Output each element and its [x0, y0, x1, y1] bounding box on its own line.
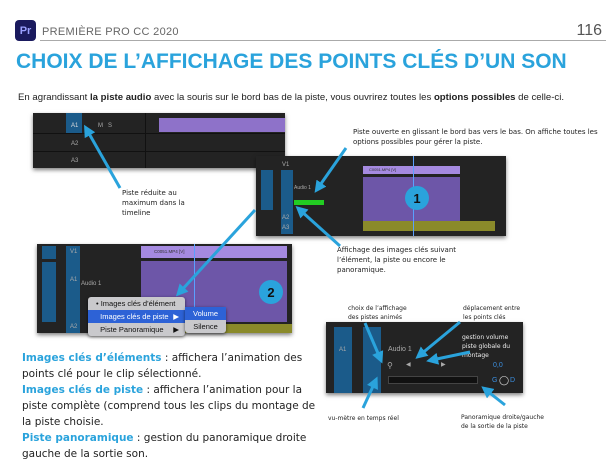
book-title: PREMIÈRE PRO CC 2020	[42, 26, 179, 38]
track-v1[interactable]: V1	[282, 162, 290, 168]
keyframe-display-button[interactable]: ⚲	[387, 361, 393, 370]
note-keyframe-nav: déplacement entre les points clés	[463, 305, 521, 321]
definition-track-keyframes: Images clés de piste : affichera l’anima…	[22, 384, 316, 428]
track-a2[interactable]: A2	[71, 141, 79, 147]
vu-meter	[388, 376, 478, 384]
track-a1[interactable]: A1	[339, 347, 347, 353]
track-name: Audio 1	[294, 185, 311, 191]
note-vu-meter: vu-mètre en temps réel	[328, 415, 399, 422]
menu-item-clip-keyframes[interactable]: • Images clés d’élément	[96, 299, 176, 308]
menu-item-track-keyframes[interactable]: Images clés de piste▶	[88, 310, 185, 323]
note-reduced-track: Piste réduite au maximum dans la timelin…	[122, 189, 185, 217]
prev-keyframe-button[interactable]: ◀	[406, 362, 411, 368]
screenshot-reduced-track: A1 A2 A3 M S	[33, 113, 285, 168]
premiere-logo: Pr	[15, 20, 36, 41]
header-divider	[40, 40, 606, 41]
intro-text: En agrandissant la piste audio avec la s…	[18, 92, 565, 103]
track-name: Audio 1	[81, 281, 102, 287]
track-a3[interactable]: A3	[71, 158, 79, 164]
definition-track-panner: Piste panoramique : gestion du panoramiq…	[22, 432, 307, 460]
track-a1[interactable]: A1	[70, 277, 78, 283]
track-a1[interactable]: A1	[71, 123, 79, 129]
note-opened-track: Piste ouverte en glissant le bord bas ve…	[353, 128, 598, 146]
next-keyframe-button[interactable]: ▶	[441, 362, 446, 368]
pan-right-label: D	[510, 377, 516, 384]
screenshot-opened-track: V1 Audio 1 A2 A3 C0051.MP4 [V]	[256, 156, 506, 236]
mute-button[interactable]: M	[98, 123, 103, 129]
page-number: 116	[576, 22, 602, 39]
clip-name: C0051.MP4 [V]	[154, 249, 185, 254]
menu-item-track-panner[interactable]: Piste Panoramique▶	[100, 325, 179, 334]
keyframe-submenu: Volume Silence	[185, 307, 226, 333]
note-volume: gestion volume piste globale du montage	[462, 334, 511, 359]
note-panner: Panoramique droite/gauche de la sortie d…	[461, 414, 544, 430]
note-display-choice: choix de l’affichage des pistes animés	[348, 305, 407, 321]
pan-knob[interactable]: ◯	[499, 375, 510, 385]
track-a2[interactable]: A2	[70, 324, 78, 330]
step-badge-2: 2	[259, 280, 283, 304]
track-a3[interactable]: A3	[282, 225, 290, 231]
track-name: Audio 1	[388, 346, 412, 353]
track-a2[interactable]: A2	[282, 215, 290, 221]
step-badge-1: 1	[405, 186, 429, 210]
pan-left-label: G	[492, 377, 498, 384]
track-v1[interactable]: V1	[70, 249, 78, 255]
definition-clip-keyframes: Images clés d’éléments : affichera l’ani…	[22, 352, 303, 380]
solo-button[interactable]: S	[108, 123, 113, 129]
submenu-volume[interactable]: Volume	[185, 307, 226, 320]
submenu-silence[interactable]: Silence	[193, 322, 218, 331]
page-title: CHOIX DE L’AFFICHAGE DES POINTS CLÉS D’U…	[16, 50, 567, 73]
note-keyframes: Affichage des images clés suivant l’élém…	[337, 246, 457, 274]
keyframe-context-menu: • Images clés d’élément Images clés de p…	[88, 297, 185, 336]
definitions: Images clés d’éléments : affichera l’ani…	[22, 350, 322, 462]
volume-value[interactable]: 0,0	[493, 362, 503, 369]
clip-name: C0051.MP4 [V]	[369, 167, 397, 172]
